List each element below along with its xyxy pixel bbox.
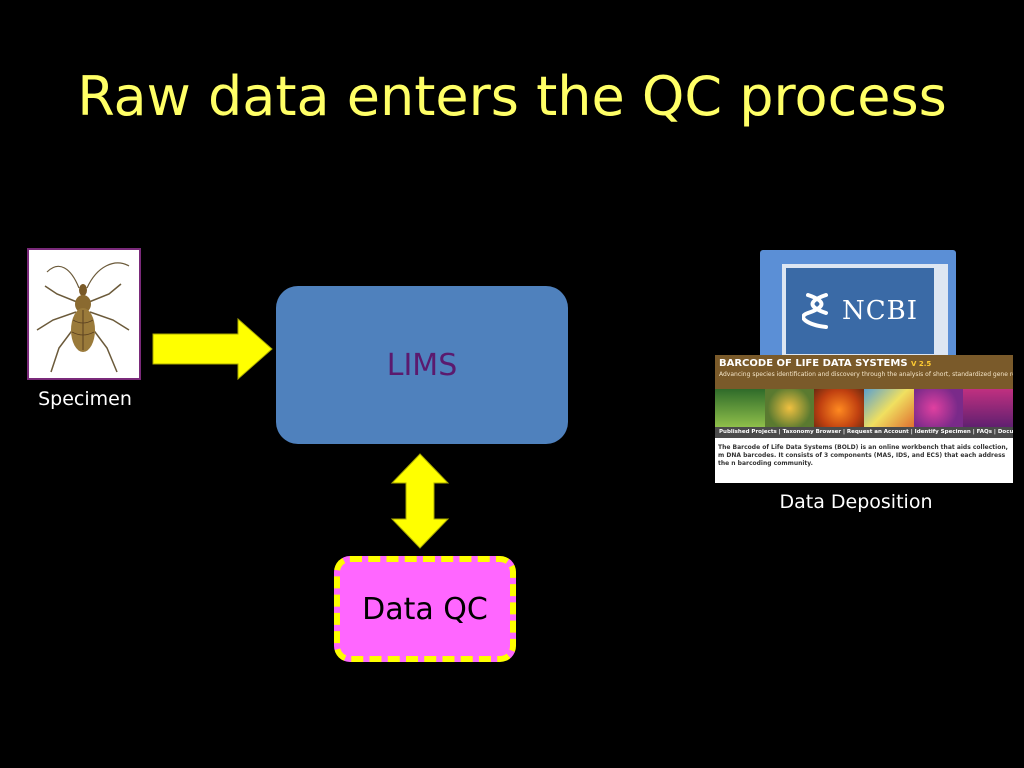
bold-screenshot: BARCODE OF LIFE DATA SYSTEMS V 2.5 Advan… bbox=[715, 355, 1013, 483]
bold-nav-bar: Published Projects | Taxonomy Browser | … bbox=[715, 427, 1013, 438]
insect-specimen-icon bbox=[36, 262, 130, 373]
lims-box: LIMS bbox=[276, 286, 568, 444]
slide-title: Raw data enters the QC process bbox=[77, 65, 947, 128]
bold-photo-strip bbox=[715, 389, 1013, 427]
specimen-image bbox=[27, 248, 141, 380]
bold-version: V 2.5 bbox=[911, 360, 932, 368]
reef-photo bbox=[963, 389, 1013, 427]
double-arrow-icon bbox=[390, 453, 450, 549]
arrow-right-icon bbox=[152, 318, 273, 380]
bold-header: BARCODE OF LIFE DATA SYSTEMS V 2.5 Advan… bbox=[715, 355, 1013, 389]
data-deposition-label: Data Deposition bbox=[779, 491, 933, 513]
flower-photo bbox=[814, 389, 865, 427]
bold-tagline: Advancing species identification and dis… bbox=[719, 371, 1013, 378]
dna-helix-icon bbox=[801, 293, 828, 329]
butterfly-photo bbox=[864, 389, 914, 427]
bee-photo bbox=[764, 389, 815, 427]
ncbi-logo-text: NCBI bbox=[841, 296, 919, 326]
forest-photo bbox=[715, 389, 765, 427]
ncbi-logo: NCBI bbox=[786, 268, 934, 354]
bold-title: BARCODE OF LIFE DATA SYSTEMS bbox=[719, 358, 908, 369]
data-qc-box: Data QC bbox=[334, 556, 516, 662]
data-qc-label: Data QC bbox=[362, 591, 488, 627]
orchid-photo bbox=[913, 389, 964, 427]
bold-description: The Barcode of Life Data Systems (BOLD) … bbox=[718, 444, 1008, 467]
specimen-label: Specimen bbox=[38, 388, 132, 410]
ncbi-page: NCBI bbox=[782, 264, 948, 360]
lims-label: LIMS bbox=[386, 348, 458, 383]
ncbi-screenshot: NCBI bbox=[760, 250, 956, 370]
